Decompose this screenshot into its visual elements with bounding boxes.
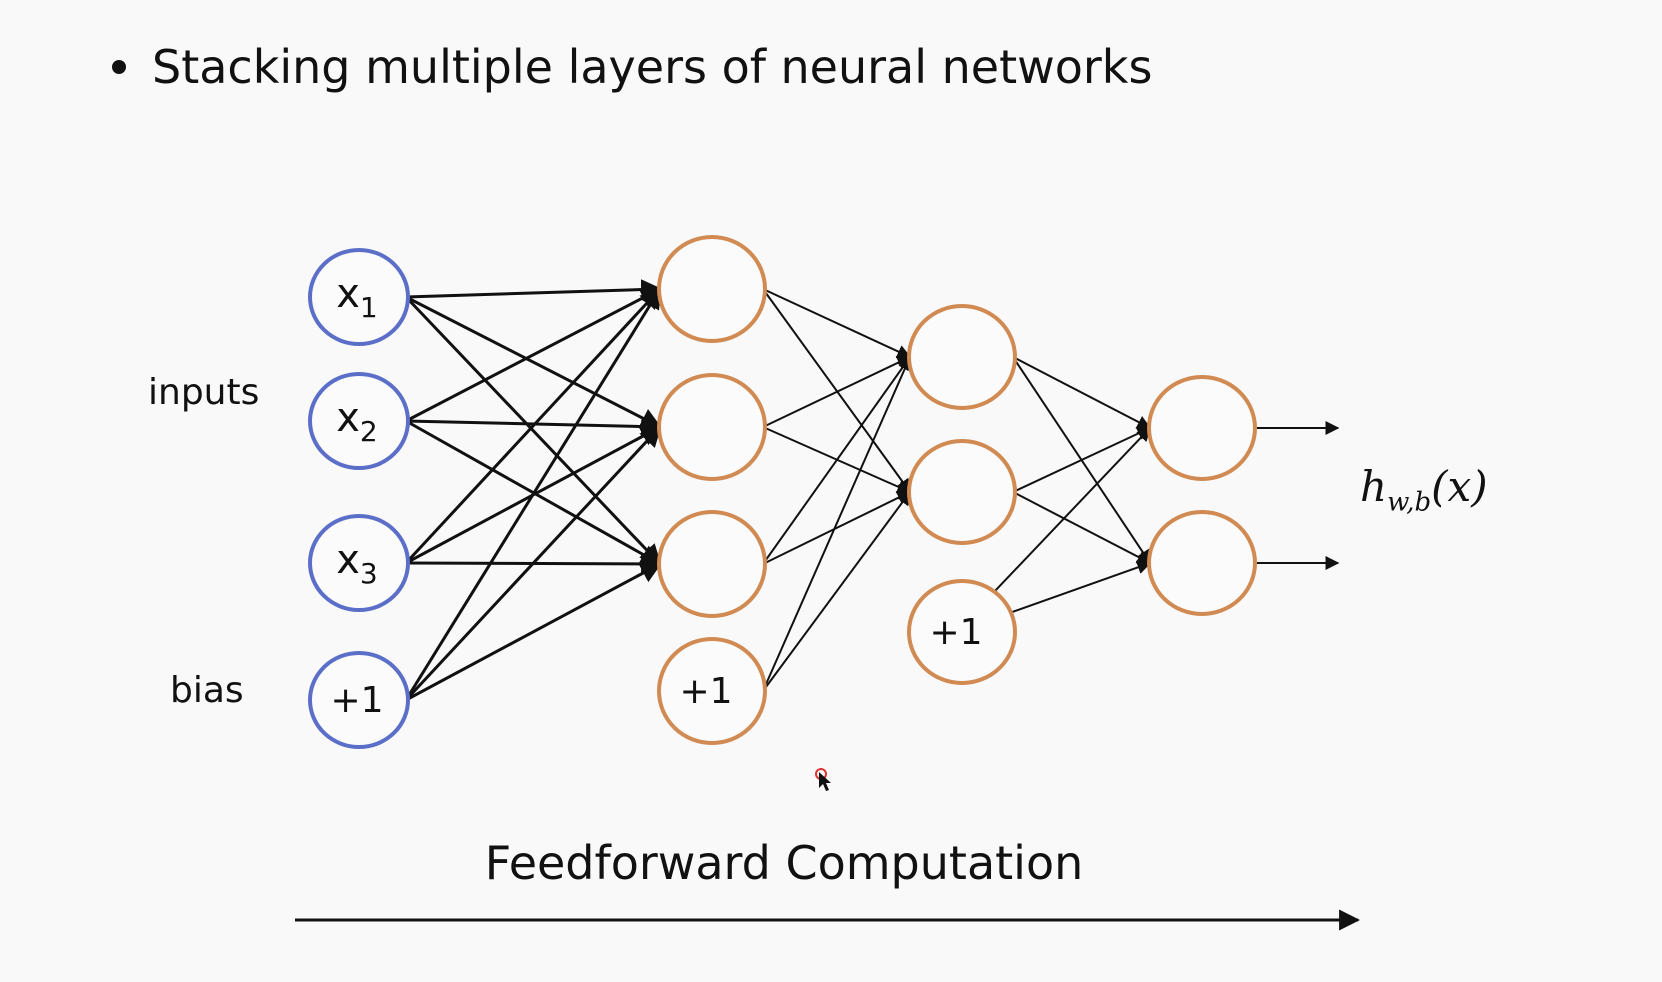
input-var: x xyxy=(336,271,360,317)
edge-l2-3-l3-0 xyxy=(762,355,912,692)
edge-l1-1-l2-0 xyxy=(405,287,662,423)
edge-l3-1-l4-0 xyxy=(1012,426,1152,493)
input-node-label-2: x2 xyxy=(336,395,378,448)
input-subscript: 1 xyxy=(360,291,378,324)
output-function-label: hw,b(x) xyxy=(1360,462,1488,517)
input-bias-text: +1 xyxy=(330,680,383,721)
hidden2-bias-node xyxy=(907,579,1017,685)
hidden1-bias-text: +1 xyxy=(679,671,732,712)
bullet-item: Stacking multiple layers of neural netwo… xyxy=(112,40,1152,94)
input-node-1 xyxy=(308,248,410,346)
edge-l2-2-l3-0 xyxy=(762,355,911,565)
edge-l1-3-l2-2 xyxy=(405,562,662,702)
bias-label: bias xyxy=(170,670,244,711)
input-subscript: 3 xyxy=(360,557,378,590)
output-arg: (x) xyxy=(1431,462,1488,511)
inputs-label: inputs xyxy=(148,372,260,413)
edge-l2-1-l3-0 xyxy=(762,356,912,428)
input-node-label-3: x3 xyxy=(336,537,378,590)
hidden2-node-2 xyxy=(907,439,1017,545)
hidden1-node-1 xyxy=(657,235,767,343)
output-node-2 xyxy=(1147,510,1257,616)
bullet-text: Stacking multiple layers of neural netwo… xyxy=(152,40,1153,94)
edge-l3-0-l4-0 xyxy=(1012,356,1152,429)
hidden2-node-1 xyxy=(907,304,1017,410)
edge-l1-0-l2-2 xyxy=(404,295,662,566)
feedforward-caption: Feedforward Computation xyxy=(484,836,1084,890)
edge-l1-2-l2-0 xyxy=(404,287,662,565)
hidden2-bias-text: +1 xyxy=(929,612,982,653)
hidden1-node-3 xyxy=(657,510,767,618)
input-node-label-1: x1 xyxy=(336,271,378,324)
edge-l2-0-l3-1 xyxy=(762,288,911,494)
edge-l1-0-l2-0 xyxy=(405,279,663,301)
input-subscript: 2 xyxy=(360,415,378,448)
bullet-dot xyxy=(112,60,126,74)
input-node-2 xyxy=(308,372,410,470)
edge-l2-2-l3-1 xyxy=(762,491,912,565)
output-h: h xyxy=(1360,462,1388,511)
mouse-pointer-icon xyxy=(815,768,831,791)
edge-l3-1-l4-1 xyxy=(1012,491,1152,564)
edge-l1-3-l2-0 xyxy=(404,287,662,701)
hidden1-node-2 xyxy=(657,373,767,481)
edge-l2-0-l3-0 xyxy=(762,288,912,359)
edge-l2-3-l3-1 xyxy=(762,490,911,692)
hidden1-bias-node xyxy=(657,637,767,745)
output-node-1 xyxy=(1147,375,1257,481)
input-var: x xyxy=(336,537,360,583)
input-var: x xyxy=(336,395,360,441)
edge-l1-0-l2-1 xyxy=(405,295,662,429)
input-node-3 xyxy=(308,514,410,612)
edge-l1-3-l2-1 xyxy=(404,425,662,702)
input-bias-node xyxy=(308,651,410,749)
output-subscript: w,b xyxy=(1387,487,1432,518)
